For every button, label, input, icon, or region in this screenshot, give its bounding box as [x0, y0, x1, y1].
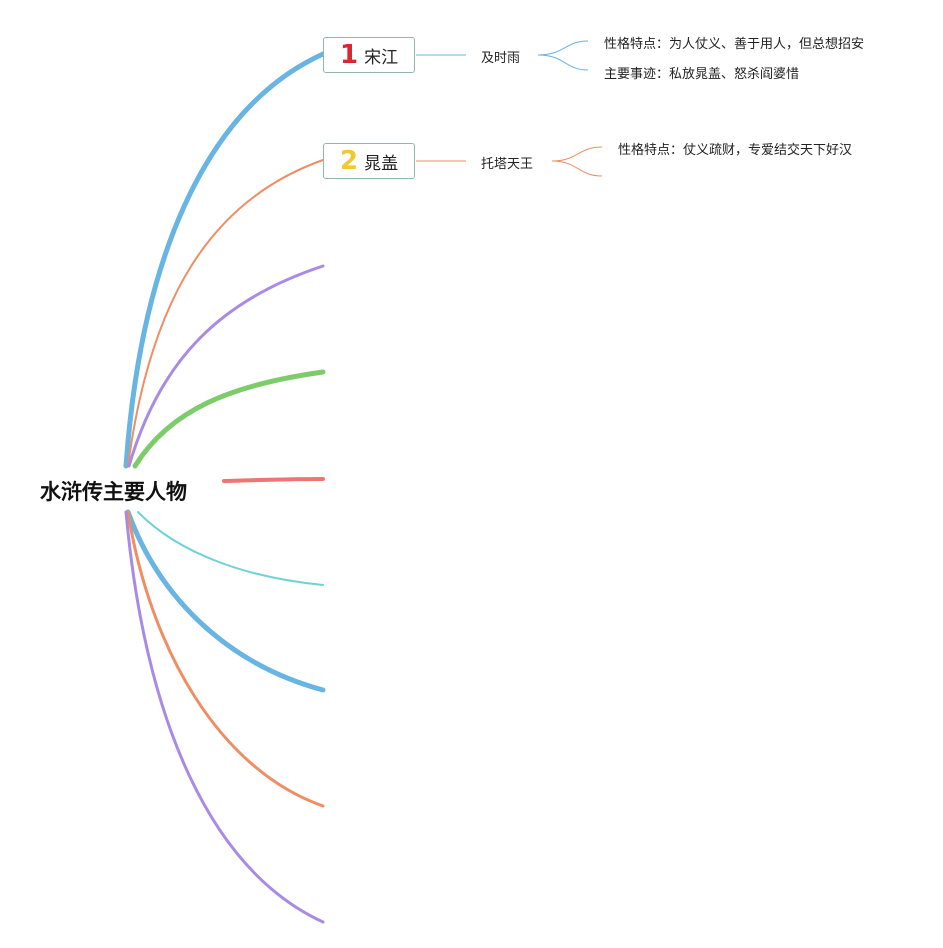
branch-8 — [126, 510, 325, 808]
character-node-chaogai[interactable]: 2 晁盖 — [323, 143, 415, 179]
connector-chaogai-detail-2 — [551, 160, 603, 177]
branch-1 — [123, 51, 326, 469]
character-name: 宋江 — [364, 47, 399, 68]
detail-personality[interactable]: 性格特点：为人仗义、善于用人，但总想招安 — [604, 37, 865, 52]
branch-7 — [125, 509, 326, 693]
number-one-icon: 1 — [340, 40, 359, 70]
nickname-label[interactable]: 及时雨 — [481, 51, 521, 66]
detail-personality[interactable]: 性格特点：仗义疏财，专爱结交天下好汉 — [618, 143, 853, 158]
character-node-songjiang[interactable]: 1 宋江 — [323, 37, 415, 73]
branch-4 — [132, 369, 326, 469]
character-name: 晁盖 — [364, 153, 399, 174]
connector-chaogai-detail-1 — [551, 146, 603, 162]
branch-3 — [127, 264, 325, 468]
branch-5 — [222, 477, 325, 483]
branch-9 — [124, 510, 325, 924]
branch-2 — [127, 159, 324, 467]
connector-songjiang-detail-2 — [537, 54, 589, 71]
detail-deeds[interactable]: 主要事迹：私放晁盖、怒杀阎婆惜 — [604, 67, 800, 82]
number-two-icon: 2 — [340, 146, 359, 176]
root-topic[interactable]: 水浒传主要人物 — [40, 480, 187, 504]
branch-6 — [137, 511, 324, 586]
connector-songjiang-detail-1 — [537, 40, 589, 56]
nickname-label[interactable]: 托塔天王 — [481, 157, 534, 172]
